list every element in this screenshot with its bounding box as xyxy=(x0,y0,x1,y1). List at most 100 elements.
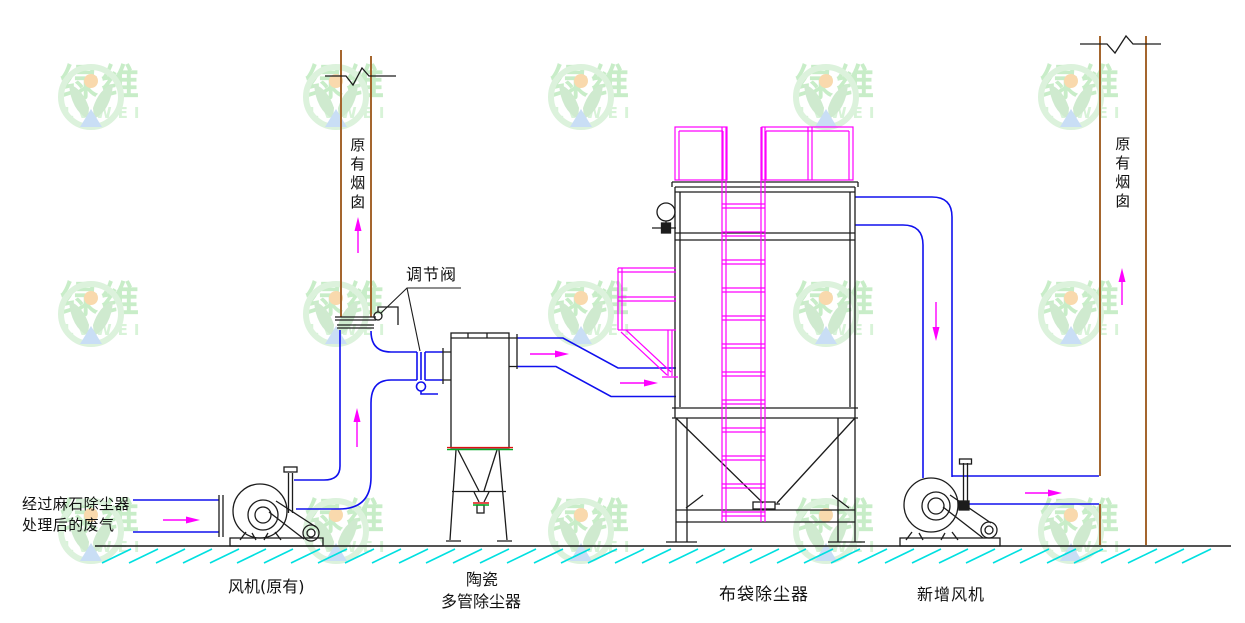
ground-hatch-mark xyxy=(1046,548,1077,564)
ground-hatch-mark xyxy=(209,548,240,564)
baghouse-support-legs xyxy=(675,418,856,542)
belt-guard xyxy=(268,500,317,540)
inlet-note-line2: 处理后的废气 xyxy=(22,516,115,534)
fan-riser-duct xyxy=(296,379,417,510)
collector-outlet-stub xyxy=(509,334,518,369)
ground-hatch-mark xyxy=(1073,548,1104,564)
ceramic-collector xyxy=(442,332,518,542)
ground-hatch-mark xyxy=(560,548,591,564)
ground-hatch-mark xyxy=(722,548,753,564)
ground-hatch-mark xyxy=(101,548,132,564)
ground-hatch-mark xyxy=(857,548,888,564)
chimneys xyxy=(340,36,1147,545)
collector-hopper xyxy=(457,449,498,503)
fan-base xyxy=(229,537,324,547)
ground-hatch-mark xyxy=(749,548,780,564)
ground-hatch-mark xyxy=(182,548,213,564)
bag-filter-housing xyxy=(666,181,865,543)
ground-hatch-mark xyxy=(1154,548,1185,564)
ground-hatch-mark xyxy=(614,548,645,564)
collector-dust-outlet xyxy=(476,504,485,514)
chimney-flange xyxy=(335,316,376,329)
ceramic-collector-label-line2: 多管除尘器 xyxy=(441,592,522,611)
ground-hatch-mark xyxy=(938,548,969,564)
drain-valve xyxy=(415,381,427,392)
ladder-rails xyxy=(721,127,766,522)
ground-hatch-mark xyxy=(992,548,1023,564)
baghouse-outlet-duct xyxy=(855,224,924,478)
baghouse-hopper xyxy=(675,417,856,504)
right-chimney-label: 原有烟囱 xyxy=(1113,136,1132,212)
side-platform xyxy=(617,267,678,378)
platforms-and-ladders xyxy=(617,126,854,522)
ground-hatch-mark xyxy=(425,548,456,564)
branch-duct xyxy=(370,330,417,353)
ground-hatching xyxy=(101,548,1212,564)
new-fan-outlet-duct xyxy=(952,475,1099,505)
fan-base xyxy=(899,537,1001,547)
regulating-valve-label: 调节阀 xyxy=(406,265,458,284)
collector-inlet-stub xyxy=(442,348,451,384)
collector-to-baghouse-duct xyxy=(517,337,676,369)
ground-hatch-mark xyxy=(668,548,699,564)
ground-hatch-mark xyxy=(533,548,564,564)
branch-duct xyxy=(425,351,443,381)
collector-to-baghouse-duct xyxy=(517,365,676,398)
fan-riser-duct xyxy=(294,330,341,481)
top-railing-left xyxy=(674,126,728,181)
ductwork xyxy=(133,196,1099,533)
existing-fan xyxy=(218,466,324,547)
ladder-rungs xyxy=(722,203,765,517)
ground-hatch-mark xyxy=(884,548,915,564)
inlet-duct xyxy=(133,499,219,533)
flange-seals xyxy=(447,446,513,506)
ground-hatch-mark xyxy=(803,548,834,564)
ground-hatch-mark xyxy=(398,548,429,564)
fan-inlet-flange xyxy=(218,495,224,537)
ground-hatch-mark xyxy=(155,548,186,564)
existing-fan-label: 风机(原有) xyxy=(228,577,305,596)
duct-flange xyxy=(416,352,426,380)
ground-hatch-mark xyxy=(128,548,159,564)
ground-hatch-mark xyxy=(371,548,402,564)
ground-hatch-mark xyxy=(290,548,321,564)
flow-arrows xyxy=(163,217,1126,524)
left-chimney-break-symbol xyxy=(325,66,396,87)
left-chimney-label: 原有烟囱 xyxy=(348,137,367,213)
pressure-gauge xyxy=(652,202,676,234)
ground-hatch-mark xyxy=(1181,548,1212,564)
inlet-note-line1: 经过麻石除尘器 xyxy=(22,495,130,513)
ground-hatch-mark xyxy=(830,548,861,564)
ground-hatch-mark xyxy=(236,548,267,564)
collector-legs xyxy=(449,449,508,541)
valve-leader-lines xyxy=(380,287,461,352)
new-fan xyxy=(899,458,1001,547)
belt-guard xyxy=(942,494,992,539)
ceramic-collector-label-line1: 陶瓷 xyxy=(465,570,498,589)
bag-filter-label: 布袋除尘器 xyxy=(719,585,809,605)
right-chimney-break-symbol xyxy=(1080,34,1161,55)
ground-hatch-mark xyxy=(1127,548,1158,564)
ground-hatch-mark xyxy=(587,548,618,564)
ground-hatch-mark xyxy=(452,548,483,564)
damper-handle xyxy=(373,311,383,321)
ground-hatch-mark xyxy=(965,548,996,564)
ground-hatch-mark xyxy=(344,548,375,564)
new-fan-label: 新增风机 xyxy=(917,585,986,604)
drain-line xyxy=(420,391,438,395)
ground-hatch-mark xyxy=(641,548,672,564)
ground-hatch-mark xyxy=(1100,548,1131,564)
ground-hatch-mark xyxy=(479,548,510,564)
equipment xyxy=(95,34,1231,547)
